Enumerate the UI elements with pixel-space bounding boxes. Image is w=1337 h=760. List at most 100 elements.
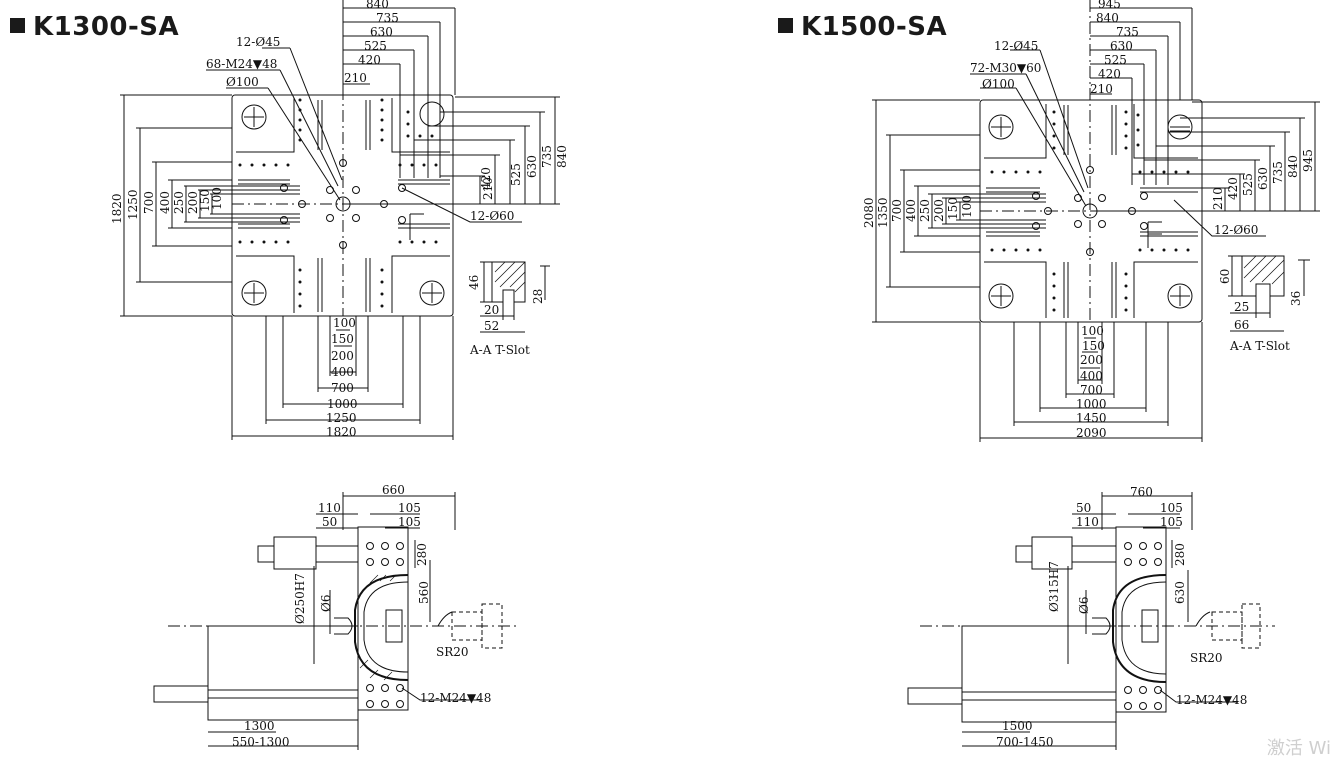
tie-bar-hole-icon [1167,283,1193,309]
dim-label: 660 [382,483,405,497]
hole-label: 12-M24▼48 [1176,693,1247,707]
dim-label: 420 [358,53,381,67]
dim-label: 100 [1081,324,1104,338]
dim-label: 945 [1301,149,1315,172]
tie-bar-hole-icon [988,114,1014,140]
side-view-left [153,492,520,750]
dim-label: 105 [1160,515,1183,529]
bolt-hole-icon [1124,542,1162,710]
dim-label: 760 [1130,485,1153,499]
dim-label: 840 [555,145,569,168]
bullet-square-icon [778,18,793,33]
dim-label: 280 [1173,543,1187,566]
tslot-right [1228,255,1310,332]
dim-label: 420 [1098,67,1121,81]
dim-label: 630 [1173,581,1187,604]
dim-label: 840 [1096,11,1119,25]
tslot-caption: A-A T-Slot [469,343,530,357]
dim-label: 840 [366,0,389,11]
dim-label: 110 [1076,515,1099,529]
dim-label: 525 [1241,173,1255,196]
title-k1500: K1500-SA [778,12,947,42]
bolt-hole-pattern [990,110,1190,312]
dim-label: 150 [331,332,354,346]
dim-label: 400 [904,199,918,222]
dim-label: 1250 [126,189,140,220]
dim-label: 1250 [326,411,357,425]
dim-label: 1500 [1002,719,1033,733]
tie-bar-hole-icon [1167,114,1193,140]
dim-label: 210 [1090,82,1113,96]
dim-label: 840 [1286,155,1300,178]
dim-label: 700 [1080,383,1103,397]
dim-label: 400 [331,365,354,379]
dim-label: 1450 [1076,411,1107,425]
dim-label: 700 [142,191,156,214]
dim-label: 1820 [110,193,124,224]
callout-label: Ø100 [982,77,1015,91]
dim-label: 200 [186,191,200,214]
dim-label: 210 [1211,187,1225,210]
dim-label: 280 [415,543,429,566]
dim-label: 420 [1226,177,1240,200]
dim-label: 60 [1218,269,1232,284]
dim-label: 945 [1098,0,1121,11]
platen-right [872,0,1320,442]
dim-label: 100 [333,316,356,330]
dim-label: 200 [331,349,354,363]
dim-label: 46 [467,275,481,290]
dim-label: 25 [1234,300,1249,314]
tslot-left [480,261,550,333]
dim-label: 2090 [1076,426,1107,440]
dim-label: 550-1300 [232,735,290,749]
callout-label: 12-Ø45 [994,39,1038,53]
dim-label: 250 [918,199,932,222]
dim-label: 200 [932,199,946,222]
dim-label: 150 [946,197,960,220]
radius-label: SR20 [436,645,469,659]
dim-label: 150 [1082,339,1105,353]
dim-label: 400 [158,191,172,214]
bore-label: Ø315H7 [1047,561,1061,612]
dim-label: 1000 [1076,397,1107,411]
bolt-hole-pattern [238,98,438,308]
dim-label: 250 [172,191,186,214]
dim-label: 630 [1110,39,1133,53]
dim-label: 210 [481,177,495,200]
dim-label: 50 [322,515,337,529]
side-view-right [907,492,1275,750]
dim-label: 630 [525,155,539,178]
dim-label: 735 [1116,25,1139,39]
callout-label: 12-Ø45 [236,35,280,49]
platen-side [1115,526,1167,713]
tie-bar-hole-icon [241,280,267,306]
dim-label: 1000 [327,397,358,411]
pin-label: Ø6 [319,595,333,612]
dim-label: 560 [417,581,431,604]
callout-label: 68-M24▼48 [206,57,277,71]
dim-label: 700 [331,381,354,395]
platen-left [120,0,560,440]
dim-label: 105 [1160,501,1183,515]
callout-label: 12-Ø60 [1214,223,1258,237]
dim-label: 2080 [862,197,876,228]
dim-label: 525 [1104,53,1127,67]
callout-label: 12-Ø60 [470,209,514,223]
dim-label: 105 [398,515,421,529]
dim-label: 700-1450 [996,735,1054,749]
dim-label: 28 [531,289,545,304]
dim-label: 1820 [326,425,357,439]
dim-label: 630 [1256,167,1270,190]
dim-label: 100 [960,195,974,218]
tslot-caption: A-A T-Slot [1229,339,1290,353]
pin-label: Ø6 [1077,597,1091,614]
dim-label: 1300 [244,719,275,733]
dim-label: 210 [344,71,367,85]
tie-bar-hole-icon [241,104,267,130]
radius-label: SR20 [1190,651,1223,665]
dim-label: 700 [890,199,904,222]
dim-label: 36 [1289,291,1303,306]
dim-label: 200 [1080,353,1103,367]
dimension-labels: 840 735 630 525 420 210 210 420 420 525 … [110,0,1315,749]
dim-label: 52 [484,319,499,333]
